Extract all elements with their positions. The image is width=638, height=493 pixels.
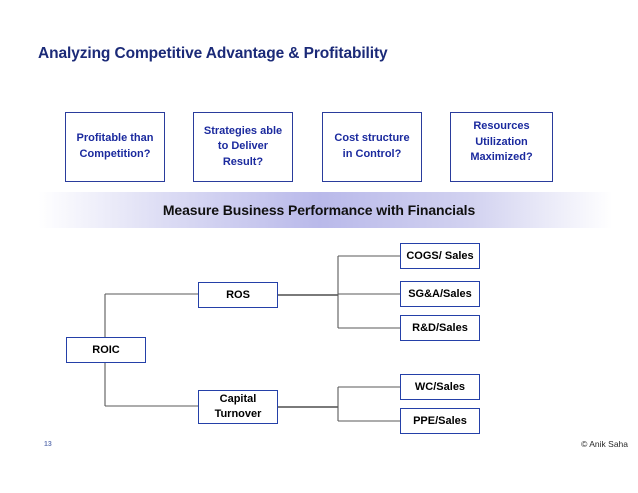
tree-node-wc-sales: WC/Sales: [400, 374, 480, 400]
question-box-strategies-deliver-result: Strategies able to Deliver Result?: [193, 112, 293, 182]
tree-node-label: PPE/Sales: [413, 414, 467, 427]
question-line: Strategies able: [203, 124, 283, 137]
question-box-text: Profitable than Competition?: [76, 131, 153, 162]
question-line: Competition?: [79, 148, 151, 160]
question-line: Profitable than: [76, 132, 154, 145]
question-line: in Control?: [342, 148, 402, 160]
tree-node-label: ROS: [226, 288, 250, 301]
tree-node-label: WC/Sales: [414, 380, 466, 393]
question-box-text: Strategies able to Deliver Result?: [204, 124, 282, 171]
tree-node-rd-sales: R&D/Sales: [400, 315, 480, 341]
question-line: Utilization: [475, 135, 528, 148]
question-line: Cost structure: [334, 132, 410, 145]
question-box-profitable-than-competition: Profitable than Competition?: [65, 112, 165, 182]
tree-node-label-line: Capital: [219, 393, 257, 406]
tree-node-label: R&D/Sales: [412, 321, 468, 334]
tree-node-roic: ROIC: [66, 337, 146, 363]
question-box-cost-structure-control: Cost structure in Control?: [322, 112, 422, 182]
copyright-notice: © Anik Saha: [581, 439, 628, 449]
tree-node-label: SG&A/Sales: [408, 287, 472, 300]
tree-node-label: ROIC: [92, 343, 120, 356]
question-box-resources-utilization-maximized: Resources Utilization Maximized?: [450, 112, 553, 182]
tree-node-ros: ROS: [198, 282, 278, 308]
tree-node-label: Capital Turnover: [215, 392, 262, 422]
tree-node-sga-sales: SG&A/Sales: [400, 281, 480, 307]
question-box-text: Resources Utilization Maximized?: [470, 119, 532, 166]
question-line: Result?: [222, 155, 264, 168]
question-line: to Deliver: [217, 140, 269, 153]
tree-node-cogs-sales: COGS/ Sales: [400, 243, 480, 269]
section-banner: Measure Business Performance with Financ…: [0, 192, 638, 228]
page-number: 13: [44, 441, 52, 448]
question-box-text: Cost structure in Control?: [334, 131, 409, 162]
tree-node-ppe-sales: PPE/Sales: [400, 408, 480, 434]
section-banner-text: Measure Business Performance with Financ…: [162, 202, 476, 218]
tree-node-label: COGS/ Sales: [406, 249, 474, 262]
question-line: Resources: [473, 120, 530, 132]
page-title: Analyzing Competitive Advantage & Profit…: [38, 45, 388, 62]
tree-node-capital-turnover: Capital Turnover: [198, 390, 278, 424]
question-line: Maximized?: [470, 151, 533, 164]
tree-node-label-line: Turnover: [214, 408, 262, 420]
